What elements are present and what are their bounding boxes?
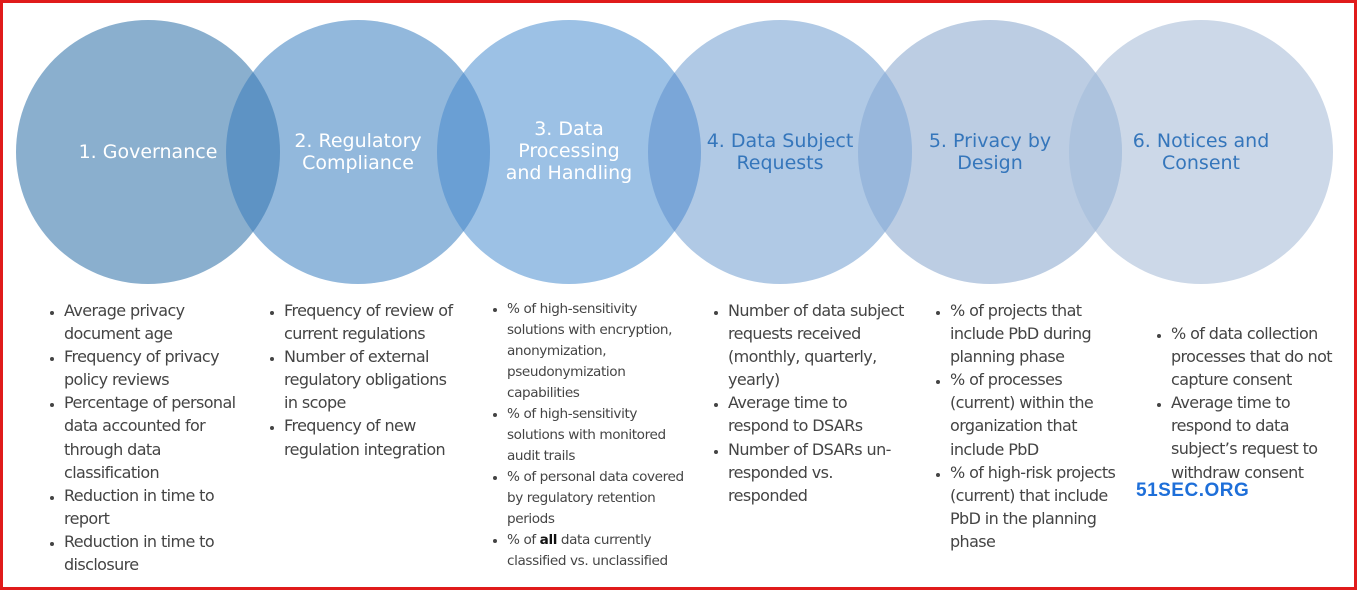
circle-2 (226, 20, 490, 284)
list-item: % of processes (current) within the orga… (950, 368, 1128, 460)
list-item: Number of external regulatory obligation… (284, 345, 462, 414)
list-item: Average privacy document age (64, 299, 242, 345)
list-item: % of personal data covered by regulatory… (507, 467, 690, 530)
circle-5 (858, 20, 1122, 284)
metrics-list-governance: Average privacy document age Frequency o… (42, 299, 242, 576)
metrics-list-notices-consent: % of data collection processes that do n… (1149, 322, 1349, 484)
circle-title-data-processing: 3. Data Processing and Handling (505, 118, 633, 184)
circle-title-data-subject-requests: 4. Data Subject Requests (706, 130, 854, 174)
list-item: % of high-sensitivity solutions with mon… (507, 404, 690, 467)
circle-title-regulatory-compliance: 2. Regulatory Compliance (294, 130, 422, 174)
list-item: % of high-sensitivity solutions with enc… (507, 299, 690, 404)
metrics-list-data-processing: % of high-sensitivity solutions with enc… (485, 299, 690, 572)
list-item: % of high-risk projects (current) that i… (950, 461, 1128, 553)
metrics-list-privacy-by-design: % of projects that include PbD during pl… (928, 299, 1128, 553)
list-item-bold: all (539, 532, 558, 548)
list-item: Reduction in time to disclosure (64, 530, 242, 576)
list-item: % of projects that include PbD during pl… (950, 299, 1128, 368)
circle-4 (648, 20, 912, 284)
list-item: Number of data subject requests received… (728, 299, 906, 391)
list-item: Percentage of personal data accounted fo… (64, 391, 242, 483)
list-item: Average time to respond to DSARs (728, 391, 906, 437)
list-item: Number of DSARs un-responded vs. respond… (728, 438, 906, 507)
list-item: Average time to respond to data subject’… (1171, 391, 1349, 483)
list-item: Reduction in time to report (64, 484, 242, 530)
metrics-list-data-subject-requests: Number of data subject requests received… (706, 299, 906, 507)
circle-6 (1069, 20, 1333, 284)
circle-3 (437, 20, 701, 284)
list-item-suffix: data currently classified vs. unclassifi… (507, 532, 668, 569)
circle-title-notices-consent: 6. Notices and Consent (1132, 130, 1270, 174)
circle-title-privacy-by-design: 5. Privacy by Design (928, 130, 1052, 174)
venn-circle-chain (16, 20, 1333, 284)
list-item: Frequency of new regulation integration (284, 414, 462, 460)
watermark-logo-text: 51SEC.ORG (1136, 480, 1250, 501)
list-item: % of data collection processes that do n… (1171, 322, 1349, 391)
list-item: Frequency of review of current regulatio… (284, 299, 462, 345)
circle-1 (16, 20, 280, 284)
metrics-list-regulatory-compliance: Frequency of review of current regulatio… (262, 299, 462, 461)
list-item: Frequency of privacy policy reviews (64, 345, 242, 391)
list-item-prefix: % of (507, 532, 540, 548)
list-item: % of all data currently classified vs. u… (507, 530, 690, 572)
circle-title-governance: 1. Governance (78, 141, 218, 163)
